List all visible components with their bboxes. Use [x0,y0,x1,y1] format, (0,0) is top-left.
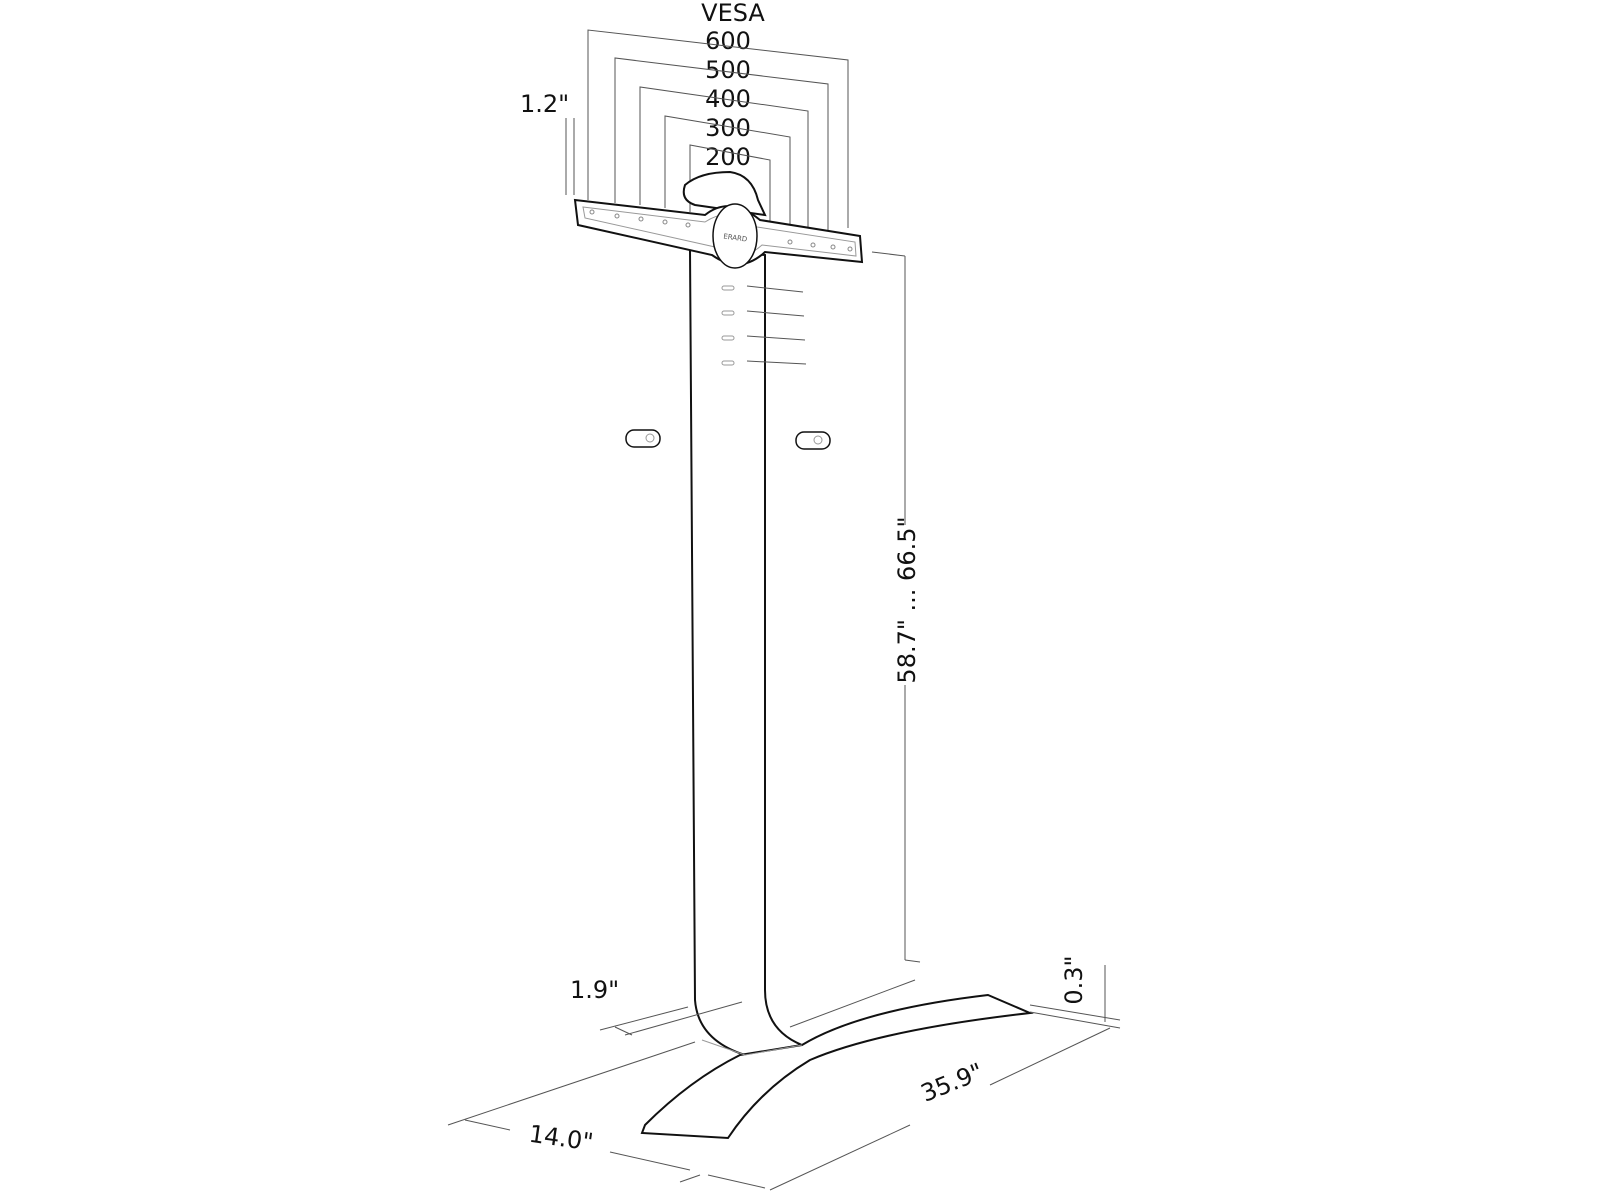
height-adjust-slots [721,285,807,366]
stand-base [640,993,1034,1140]
stand-column [688,248,806,1057]
base-width-label: 35.9" [917,1058,987,1108]
vesa-size-labels: 600 500 400 300 200 [705,27,751,171]
base-thickness-label: 0.3" [1060,955,1088,1004]
vesa-dimension-lines [587,29,849,240]
vesa-200: 200 [705,143,751,171]
mounting-holes [589,209,853,252]
column-head [682,170,767,217]
side-knob-right [795,431,831,450]
column-depth-label: 1.9" [570,976,619,1004]
height-label: 58.7" ... 66.5" [893,516,921,683]
vesa-600: 600 [705,27,751,55]
vesa-title: VESA [701,0,765,27]
height-dimension [871,251,921,963]
brand-logo: ERARD [723,232,748,243]
vesa-400: 400 [705,85,751,113]
base-depth-label: 14.0" [527,1120,595,1157]
side-knob-left [625,429,661,448]
bracket-thickness-label: 1.2" [520,90,569,118]
brand-plate [712,203,758,269]
vesa-300: 300 [705,114,751,142]
